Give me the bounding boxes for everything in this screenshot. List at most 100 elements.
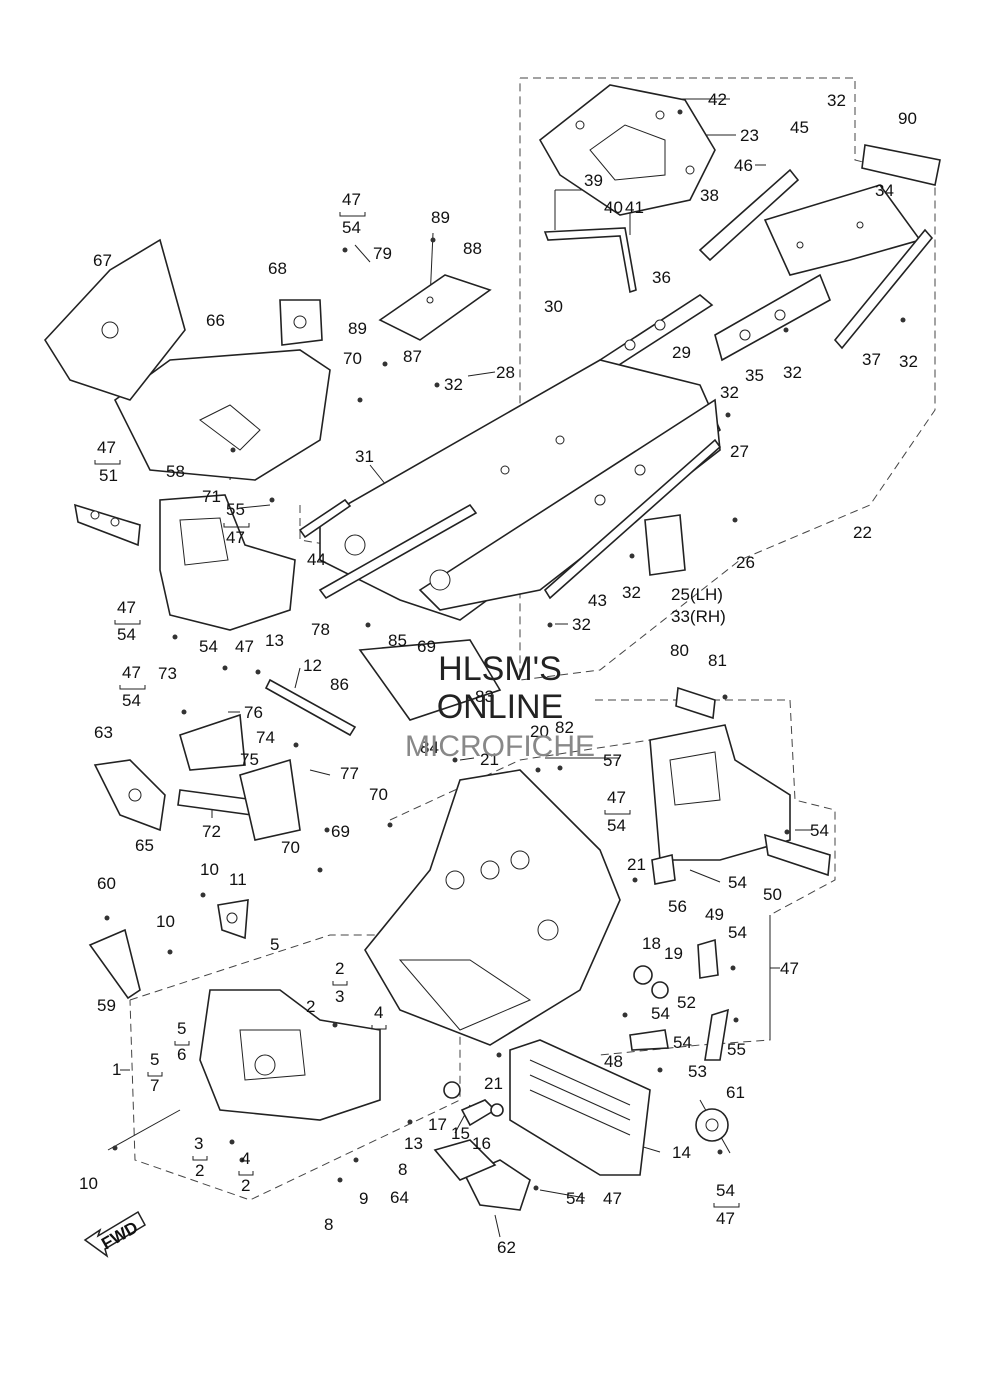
callout-42: 42 (708, 90, 727, 109)
part-64-guard (433, 1139, 497, 1181)
callout-40: 40 (604, 198, 623, 217)
watermark-line-2: ONLINE (437, 688, 564, 726)
callout-44: 44 (307, 550, 326, 569)
callout-8: 8 (398, 1160, 407, 1179)
callout-47: 47 (607, 788, 626, 807)
callout-47: 47 (716, 1209, 735, 1228)
part-35-rail (714, 273, 832, 362)
part-78-rail (318, 503, 478, 600)
callout-32: 32 (572, 615, 591, 634)
callout-54: 54 (342, 218, 361, 237)
callout-47: 47 (122, 663, 141, 682)
part-50-bracket (764, 833, 831, 877)
callout-5: 5 (177, 1019, 186, 1038)
callout-3: 3 (194, 1134, 203, 1153)
callout-7: 7 (150, 1076, 159, 1095)
callout-35: 35 (745, 366, 764, 385)
callout-2: 2 (306, 997, 315, 1016)
callout-80: 80 (670, 641, 689, 660)
callout-19: 19 (664, 944, 683, 963)
callout-77: 77 (340, 764, 359, 783)
callout-54: 54 (607, 816, 626, 835)
callout-54: 54 (117, 625, 136, 644)
part-18-19-bushings (633, 965, 669, 999)
callout-82: 82 (555, 718, 574, 737)
callout-17: 17 (428, 1115, 447, 1134)
callout-50: 50 (763, 885, 782, 904)
part-14-heat-exchanger (509, 1039, 651, 1176)
callout-53: 53 (688, 1062, 707, 1081)
callout-5: 5 (150, 1050, 159, 1069)
callout-32: 32 (783, 363, 802, 382)
callout-83: 83 (475, 687, 494, 706)
callout-12: 12 (303, 656, 322, 675)
part-75-bracket (179, 713, 246, 771)
callout-55: 55 (727, 1040, 746, 1059)
part-39-rod (543, 227, 637, 294)
callout-32: 32 (827, 91, 846, 110)
part-48-bracket (629, 1029, 669, 1051)
part-74-bracket (239, 758, 301, 841)
callout-47: 47 (235, 637, 254, 656)
callout-75: 75 (240, 750, 259, 769)
callout-60: 60 (97, 874, 116, 893)
callout-13: 13 (265, 631, 284, 650)
callout-58: 58 (166, 462, 185, 481)
callout-62: 62 (497, 1238, 516, 1257)
callout-69: 69 (417, 637, 436, 656)
part-51-bracket (73, 503, 141, 547)
callout-38: 38 (700, 186, 719, 205)
part-34-plate (763, 184, 922, 276)
part-1-suspension-frame (199, 989, 381, 1121)
callout-47: 47 (117, 598, 136, 617)
part-43-rail (543, 438, 722, 600)
callout-49: 49 (705, 905, 724, 924)
callout-6: 6 (177, 1045, 186, 1064)
callout-21: 21 (480, 750, 499, 769)
callout-47: 47 (780, 959, 799, 978)
part-62-guard (463, 1159, 531, 1211)
callout-65: 65 (135, 836, 154, 855)
part-85-plate (358, 639, 502, 721)
callout-4: 4 (241, 1149, 250, 1168)
callout-21: 21 (484, 1074, 503, 1093)
callout-88: 88 (463, 239, 482, 258)
callout-34: 34 (875, 181, 894, 200)
part-37-rail (833, 228, 934, 350)
callout-21: 21 (627, 855, 646, 874)
callout-14: 14 (672, 1143, 691, 1162)
callout-84: 84 (420, 738, 439, 757)
callout-3: 3 (335, 987, 344, 1006)
part-63-guard (93, 759, 166, 832)
callout-29: 29 (672, 343, 691, 362)
callout-70: 70 (343, 349, 362, 368)
callout-47: 47 (226, 528, 245, 547)
callout-51: 51 (99, 466, 118, 485)
part-49-bracket (697, 938, 719, 979)
part-front-bulkhead (364, 769, 621, 1046)
callout-85: 85 (388, 631, 407, 650)
callout-46: 46 (734, 156, 753, 175)
callout-23: 23 (740, 126, 759, 145)
callout-47: 47 (97, 438, 116, 457)
part-56-bracket (651, 854, 676, 885)
callout-54: 54 (122, 691, 141, 710)
callout-57: 57 (603, 751, 622, 770)
watermark-line-1: HLSM'S (438, 650, 562, 688)
callout-74: 74 (256, 728, 275, 747)
callout-33RH: 33(RH) (671, 607, 726, 626)
callout-78: 78 (311, 620, 330, 639)
callout-52: 52 (677, 993, 696, 1012)
callout-2: 2 (195, 1161, 204, 1180)
part-11-bracket (217, 899, 249, 940)
callout-32: 32 (622, 583, 641, 602)
part-72-bracket (177, 789, 256, 816)
callout-25LH: 25(LH) (671, 585, 723, 604)
callout-11: 11 (229, 870, 247, 889)
callout-81: 81 (708, 651, 727, 670)
callout-79: 79 (373, 244, 392, 263)
part-15-16-17-hose (443, 1081, 504, 1127)
callout-70: 70 (281, 838, 300, 857)
callout-56: 56 (668, 897, 687, 916)
group-brackets (94, 212, 771, 1208)
